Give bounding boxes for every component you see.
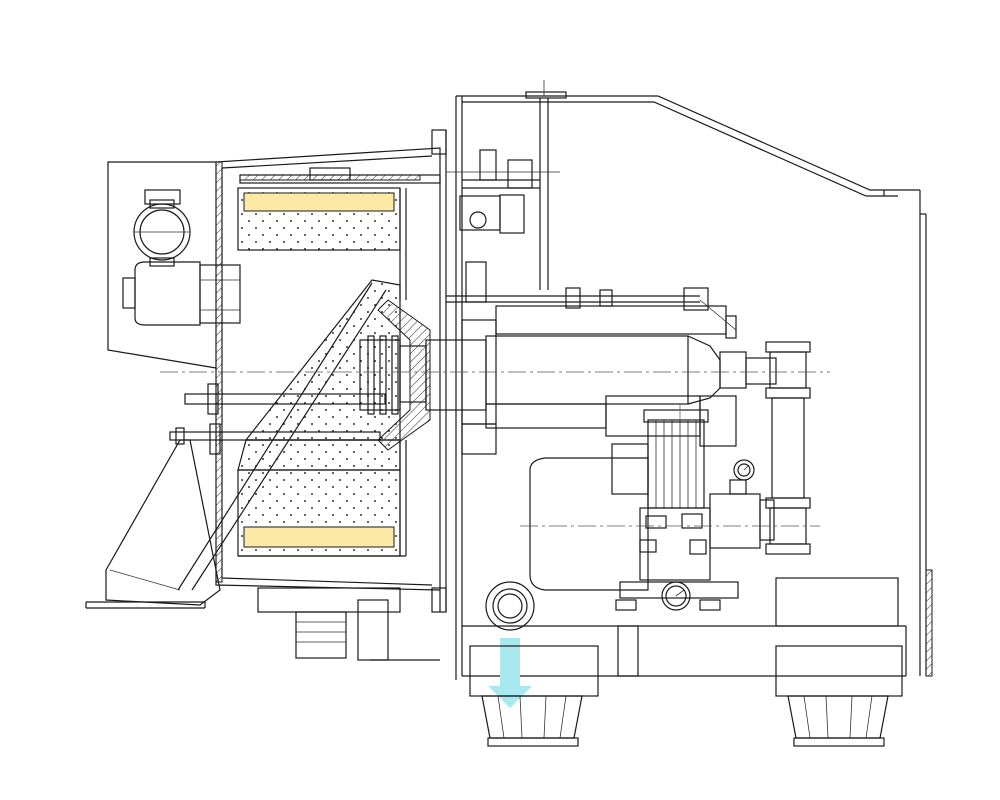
left-foot xyxy=(469,645,599,747)
center-lines xyxy=(160,371,830,527)
base-frame xyxy=(462,577,907,677)
basket-lower xyxy=(237,440,407,557)
top-enclosure xyxy=(456,95,933,677)
discharge-arrow-icon xyxy=(488,638,532,708)
right-pipe xyxy=(765,341,811,555)
flange-valve-icon xyxy=(133,189,191,267)
pressure-gauge-icon xyxy=(661,459,755,611)
top-piping xyxy=(446,80,737,331)
basket-upper xyxy=(237,187,407,300)
scraper-shafts xyxy=(169,383,386,455)
filter-cake-top xyxy=(243,192,395,212)
right-foot xyxy=(775,645,903,747)
hydraulic-block xyxy=(639,479,775,581)
basket-hub xyxy=(177,279,431,591)
center-frame xyxy=(445,96,560,680)
bearing-housing xyxy=(461,305,737,455)
main-spindle xyxy=(425,335,777,447)
motor-icon xyxy=(529,409,709,591)
discharge-port-icon xyxy=(485,581,535,631)
lower-drive-unit xyxy=(257,587,440,661)
discharge-chute xyxy=(85,439,221,609)
filter-cake-bottom xyxy=(243,526,395,548)
basket-top-rail xyxy=(239,167,441,184)
